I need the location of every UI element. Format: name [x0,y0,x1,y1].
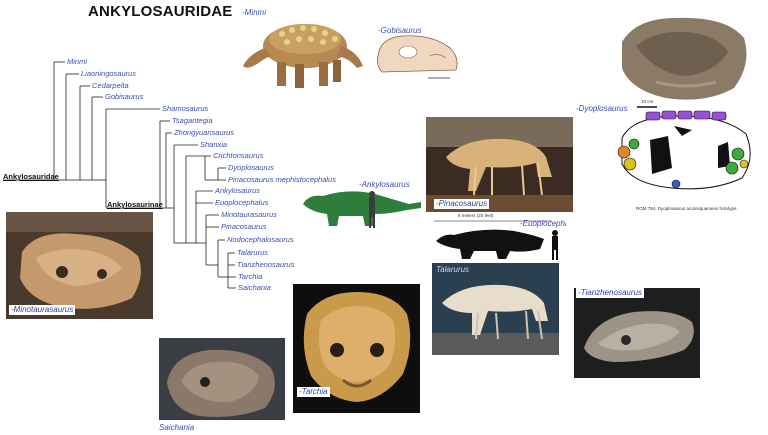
taxon-shamosaurus: Shamosaurus [162,104,209,113]
taxon-saichania: Saichania [238,283,271,292]
cladogram-lines [3,61,236,289]
taxon-zhongyuansaurus: Zhongyuansaurus [174,128,235,137]
taxon-euoplocephalus: Euoplocephalus [215,198,269,207]
taxon-minmi: Minmi [67,57,87,66]
pinacosaurus-skeleton-photo: -Pinacosaurus [426,117,573,212]
taxon-shanxia: Shanxia [200,140,228,149]
talarurus-skeleton-photo: Talarurus [432,263,559,355]
taxon-minotaurasaurus: Minotaurasaurus [221,210,277,219]
taxon-crichtonsaurus: Crichtonsaurus [213,151,264,160]
taxon-tsagantegia: Tsagantegia [172,116,213,125]
tianzhenosaurus-label: -Tianzhenosaurus [576,288,644,298]
taxon-pinacosaurus-mephistocephalus: Pinacosaurus mephistocephalus [228,175,336,184]
page-title: ANKYLOSAURIDAE [88,3,233,20]
clade-label-ankylosaurinae: Ankylosaurinae [107,200,163,209]
euoplocephalus-scale-caption: 6 meters (20 feet) [458,213,494,218]
taxon-talarurus: Talarurus [237,248,268,257]
gobisaurus-skull: -Gobisaurus [372,26,462,82]
taxon-tarchia: Tarchia [238,272,263,281]
euoplocephalus-label: -Euoplocephalus [520,219,566,228]
ankylosaurus-size-silhouette: -Ankylosaurus [299,180,423,230]
taxon-gobisaurus: Gobisaurus [105,92,144,101]
clade-label-ankylosauridae: Ankylosauridae [3,172,59,181]
taxon-tianzhenosaurus: Tianzhenosaurus [237,260,295,269]
taxon-dyoplosaurus: Dyoplosaurus [228,163,274,172]
taxon-cedarpelta: Cedarpelta [92,81,129,90]
rom-scale-caption: 10 cm [641,99,654,104]
minmi-label: -Minmi [242,8,266,17]
tarchia-label: -Tarchia [297,387,330,397]
minotaurasaurus-skull-photo: -Minotaurasaurus [6,212,153,319]
tarchia-skull-photo: -Tarchia [293,284,420,413]
minmi-illustration: -Minmi [237,6,367,98]
taxon-pinacosaurus: Pinacosaurus [221,222,267,231]
saichania-label: Saichania [159,423,195,432]
saichania-skull-photo [159,338,285,420]
scale-bar-rom [637,106,657,108]
dyoplosaurus-osteoderm-diagram [612,108,758,196]
taxon-nodocephalosaurus: Nodocephalosaurus [227,235,294,244]
taxon-liaoningosaurus: Liaoningosaurus [81,69,137,78]
dyoplosaurus-label: -Dyoplosaurus [576,104,628,113]
dyoplosaurus-fossil-photo [616,12,752,106]
ankylosaurus-label: -Ankylosaurus [359,180,410,189]
pinacosaurus-label: -Pinacosaurus [434,199,490,209]
euoplocephalus-size-silhouette: -Euoplocephalus [434,219,566,261]
talarurus-label: Talarurus [436,265,470,274]
gobisaurus-label: -Gobisaurus [378,26,422,35]
rom-caption: ROM 784, Dyoplosaurus acutosquameus holo… [636,206,737,211]
taxon-ankylosaurus: Ankylosaurus [215,186,261,195]
minotaurasaurus-label: -Minotaurasaurus [9,305,76,315]
tianzhenosaurus-skull-photo: -Tianzhenosaurus [574,288,700,378]
